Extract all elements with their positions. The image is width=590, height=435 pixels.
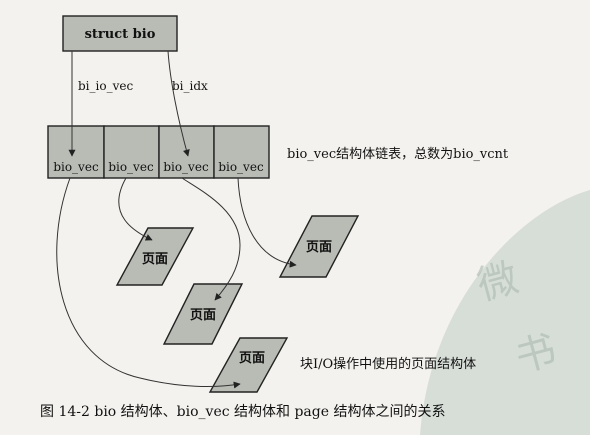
bi-io-vec-label: bi_io_vec (78, 79, 133, 93)
bio-vec-cell-label: bio_vec (163, 160, 209, 174)
bio-vec-cell (213, 125, 270, 179)
page-link-arrow (237, 177, 297, 268)
bi-idx-arrow (167, 50, 190, 157)
page-label: 页面 (190, 308, 216, 323)
page-link-arrow (118, 177, 153, 241)
figure-caption: 图 14-2 bio 结构体、bio_vec 结构体和 page 结构体之间的关… (40, 404, 445, 420)
bio-vec-cell-label: bio_vec (53, 160, 99, 174)
struct-bio-box (62, 15, 178, 52)
page-shape (278, 215, 360, 278)
page-label: 页面 (239, 351, 265, 366)
bio-vec-cell-label: bio_vec (108, 160, 154, 174)
page-label: 页面 (306, 240, 332, 255)
page-label: 页面 (142, 252, 168, 267)
page-link-arrow (56, 177, 241, 389)
bi-idx-label: bi_idx (172, 79, 208, 93)
watermark-seal: 微 书 (420, 190, 590, 435)
page-struct-label: 块I/O操作中使用的页面结构体 (300, 356, 476, 372)
page-shape (115, 227, 195, 286)
bio-vec-list-label: bio_vec结构体链表，总数为bio_vcnt (287, 147, 509, 162)
bio-vec-list (47, 125, 270, 179)
page-shape (208, 337, 289, 393)
page-link-arrow (181, 177, 241, 301)
struct-bio-label: struct bio (85, 27, 156, 42)
page-shape (162, 283, 244, 345)
bio-vec-cell-label: bio_vec (218, 160, 264, 174)
